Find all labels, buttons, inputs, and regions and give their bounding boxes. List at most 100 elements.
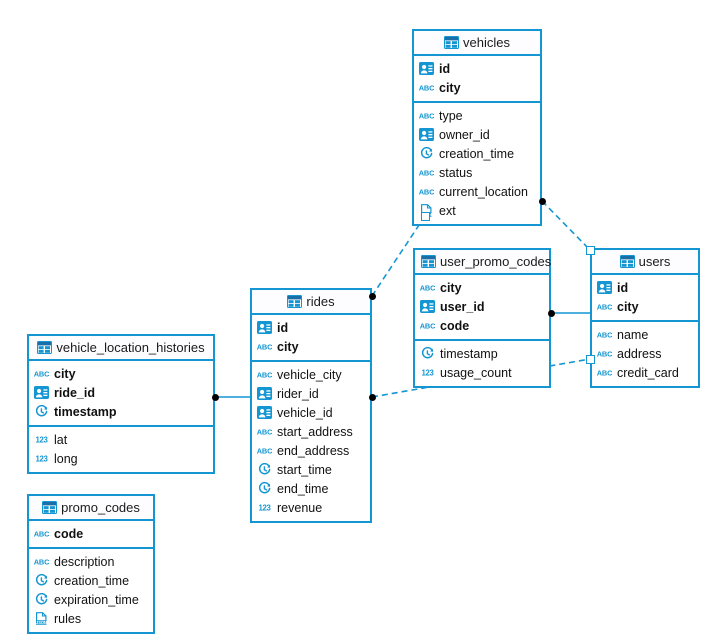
entity-name-label: users xyxy=(638,254,671,269)
field-creation_time[interactable]: creation_time xyxy=(29,571,153,590)
field-label: code xyxy=(54,526,84,541)
abc-string-icon: ABC xyxy=(420,319,435,333)
svg-text:123: 123 xyxy=(421,368,434,377)
svg-text:ABC: ABC xyxy=(420,283,435,292)
svg-text:ABC: ABC xyxy=(34,369,49,378)
field-label: rules xyxy=(54,611,82,626)
id-card-icon xyxy=(34,385,49,400)
field-label: lat xyxy=(54,432,68,447)
svg-text:ABC: ABC xyxy=(419,83,434,92)
entity-title-user_promo_codes: user_promo_codes xyxy=(415,250,552,275)
abc-string-icon: ABC xyxy=(597,300,612,314)
pk-field-id[interactable]: id xyxy=(414,59,540,78)
field-start_time[interactable]: start_time xyxy=(252,460,370,479)
svg-text:123: 123 xyxy=(35,435,48,444)
field-type[interactable]: ABC type xyxy=(414,106,540,125)
field-creation_time[interactable]: creation_time xyxy=(414,144,540,163)
field-name[interactable]: ABC name xyxy=(592,325,698,344)
svg-text:ABC: ABC xyxy=(419,111,434,120)
entity-name-label: vehicle_location_histories xyxy=(56,340,205,355)
clock-icon xyxy=(34,573,49,588)
abc-string-icon: ABC xyxy=(597,328,612,342)
svg-text:ABC: ABC xyxy=(257,370,272,379)
abc-string-icon: ABC xyxy=(419,166,434,180)
table-grid-icon xyxy=(421,255,436,269)
field-timestamp[interactable]: timestamp xyxy=(415,344,549,363)
abc-string-icon: ABC xyxy=(257,425,272,439)
field-label: vehicle_city xyxy=(277,367,342,382)
abc-string-icon: ABC xyxy=(34,555,49,569)
field-label: ext xyxy=(439,203,456,218)
field-vehicle_id[interactable]: vehicle_id xyxy=(252,403,370,422)
pk-field-user_id[interactable]: user_id xyxy=(415,297,549,316)
field-vehicle_city[interactable]: ABC vehicle_city xyxy=(252,365,370,384)
field-label: name xyxy=(617,327,649,342)
field-label: creation_time xyxy=(439,146,515,161)
field-ext[interactable]: JSONext xyxy=(414,201,540,220)
field-lat[interactable]: 123 lat xyxy=(29,430,213,449)
relationship-vehicles-to-users[interactable] xyxy=(541,200,591,251)
svg-text:ABC: ABC xyxy=(420,321,435,330)
entity-name-label: user_promo_codes xyxy=(440,254,552,269)
field-usage_count[interactable]: 123 usage_count xyxy=(415,363,549,382)
entity-title-vehicle_location_histories: vehicle_location_histories xyxy=(29,336,213,361)
field-rider_id[interactable]: rider_id xyxy=(252,384,370,403)
number-123-icon: 123 xyxy=(34,433,49,447)
pk-field-timestamp[interactable]: timestamp xyxy=(29,402,213,421)
id-card-icon xyxy=(257,405,272,420)
field-expiration_time[interactable]: expiration_time xyxy=(29,590,153,609)
field-label: type xyxy=(439,108,463,123)
field-label: code xyxy=(440,318,470,333)
abc-string-icon: ABC xyxy=(419,109,434,123)
pk-field-ride_id[interactable]: ride_id xyxy=(29,383,213,402)
table-grid-icon xyxy=(287,295,303,309)
field-owner_id[interactable]: owner_id xyxy=(414,125,540,144)
svg-text:ABC: ABC xyxy=(419,168,434,177)
field-end_time[interactable]: end_time xyxy=(252,479,370,498)
entity-name-label: rides xyxy=(306,294,335,309)
number-123-icon: 123 xyxy=(420,366,435,380)
field-label: credit_card xyxy=(617,365,679,380)
field-label: rider_id xyxy=(277,386,319,401)
pk-field-id[interactable]: id xyxy=(592,278,698,297)
field-label: current_location xyxy=(439,184,528,199)
field-label: id xyxy=(277,320,289,335)
field-label: usage_count xyxy=(440,365,512,380)
entity-name-label: promo_codes xyxy=(61,500,140,515)
relationship-endpoint-one-vehicles-to-rides-from xyxy=(420,211,430,221)
field-label: expiration_time xyxy=(54,592,139,607)
entity-title-rides: rides xyxy=(252,290,370,315)
svg-text:123: 123 xyxy=(35,454,48,463)
pk-field-code[interactable]: ABC code xyxy=(415,316,549,335)
number-123-icon: 123 xyxy=(257,501,272,515)
pk-field-id[interactable]: id xyxy=(252,318,370,337)
